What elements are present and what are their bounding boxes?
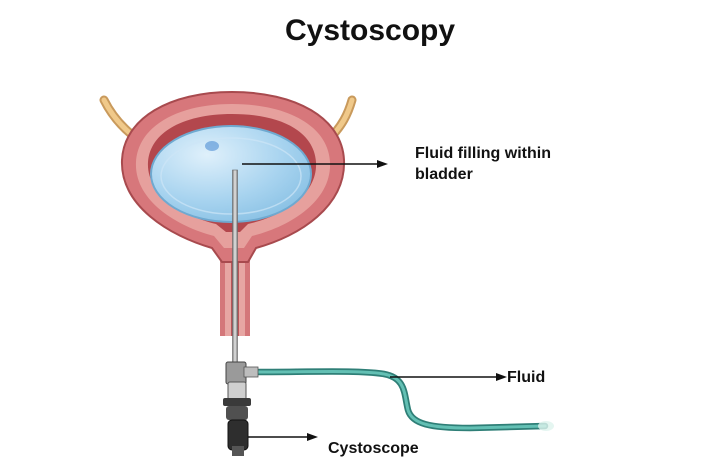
- label-fluid: Fluid: [507, 369, 546, 386]
- scope-valve: [225, 361, 247, 385]
- page-title: Cystoscopy: [284, 14, 456, 47]
- bladder-fluid: [150, 125, 312, 223]
- label-cystoscope: Cystoscope: [328, 440, 419, 457]
- label-fluid-filling: Fluid filling within bladder: [415, 145, 551, 183]
- scope-camera: [227, 419, 249, 451]
- scope-shaft: [232, 169, 238, 371]
